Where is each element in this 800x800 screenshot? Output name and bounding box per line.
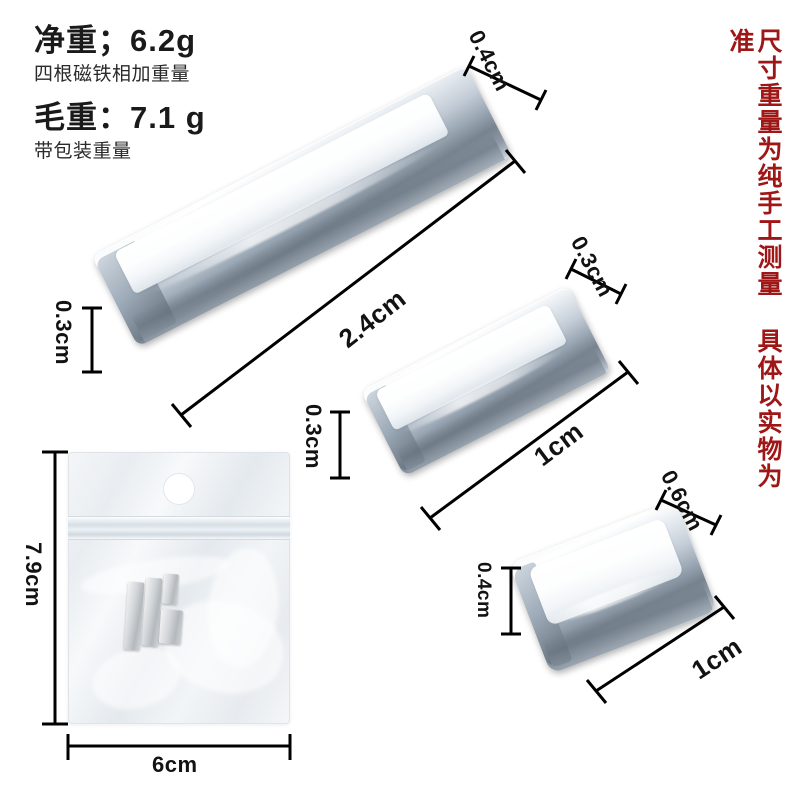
dimension-label-large-width: 0.3cm <box>51 300 76 365</box>
dimension-label-small-width: 0.4cm <box>473 562 494 619</box>
bag-inner-magnet <box>161 573 180 605</box>
net-weight-note: 四根磁铁相加重量 <box>34 63 191 85</box>
dimension-label-large-length: 2.4cm <box>333 283 412 354</box>
weight-spec-block: 净重；6.2g 四根磁铁相加重量 毛重：7.1 g 带包装重量 <box>34 22 364 177</box>
dimension-label-bag-width: 6cm <box>152 752 198 777</box>
bag-hang-hole <box>164 474 194 504</box>
bag-ziplock-strip <box>68 516 290 540</box>
dimension-label-medium-thickness: 0.3cm <box>565 232 619 302</box>
dimension-label-medium-width: 0.3cm <box>301 404 326 469</box>
gross-weight-note: 带包装重量 <box>34 141 132 163</box>
gross-weight-label: 毛重：7.1 g <box>34 100 206 136</box>
bag-inner-magnet <box>158 609 184 645</box>
dimension-label-medium-length: 1cm <box>528 415 589 472</box>
net-weight-label: 净重；6.2g <box>34 23 197 58</box>
measurement-disclaimer: 尺寸重量为纯手工测量 具体以实物为准 <box>726 28 782 490</box>
dimension-label-bag-height: 7.9cm <box>21 542 46 607</box>
packaging-bag-image <box>68 452 290 724</box>
dimension-label-small-length: 1cm <box>686 630 748 686</box>
